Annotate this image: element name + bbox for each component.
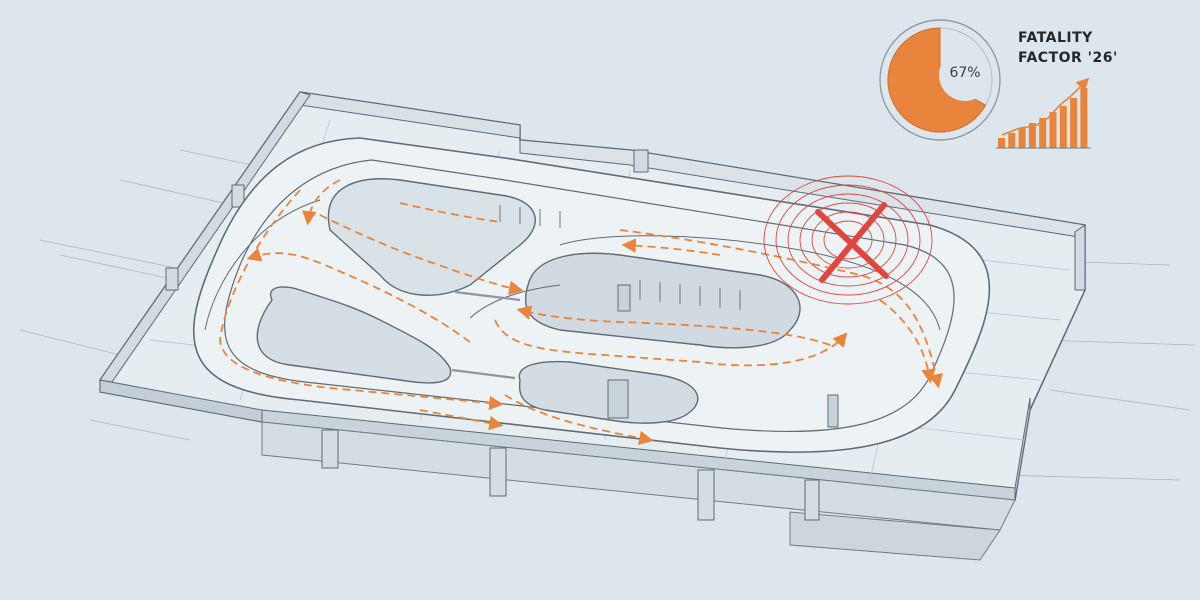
trend-bar-8 [1070, 98, 1078, 148]
trend-bar-2 [1008, 133, 1016, 148]
trend-bar-5 [1039, 118, 1047, 148]
fatality-pie-chart [879, 19, 1001, 141]
trend-bar-1 [998, 138, 1005, 148]
trend-bar-9 [1080, 88, 1088, 148]
pie-slice-67 [887, 27, 987, 133]
collision-hotspot [763, 175, 933, 305]
pie-center [939, 49, 991, 101]
infographic-title-line-2: FACTOR '26' [1018, 50, 1118, 66]
trend-arrow-icon [1001, 77, 1090, 136]
ramp-track [192, 137, 991, 453]
trend-bar-4 [1028, 123, 1036, 148]
construction-lines [19, 149, 1196, 481]
trend-bar-7 [1059, 106, 1067, 148]
trend-bar-3 [1018, 128, 1026, 148]
trend-bar-6 [1049, 112, 1057, 148]
trend-bar-chart [996, 88, 1091, 149]
pie-percent-label: 67% [949, 65, 981, 81]
infographic-title-line-1: FATALITY [1018, 30, 1093, 46]
x-mark-icon [815, 202, 889, 283]
traffic-flow-arrows [219, 179, 943, 445]
